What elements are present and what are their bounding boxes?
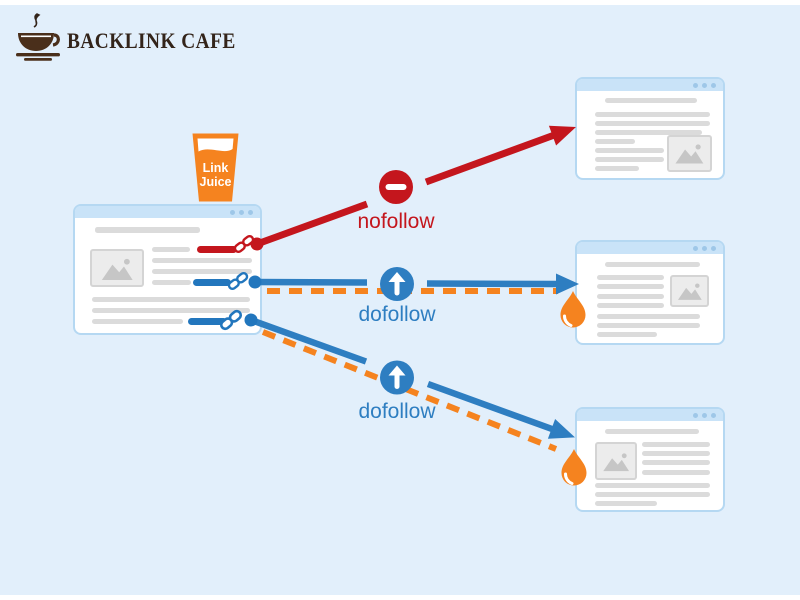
image-placeholder [670,275,709,307]
placeholder-line [595,166,639,171]
placeholder-line [595,130,702,135]
window-dots-icon [230,210,253,215]
image-placeholder [595,442,637,480]
juice-glass-icon [192,133,239,202]
placeholder-line [595,483,710,488]
target-page-bottom-card [575,407,725,512]
link-juice-glass: Link Juice [192,133,239,202]
placeholder-heading [605,429,699,434]
placeholder-line [597,323,700,328]
dofollow-arrow-middle [248,273,579,295]
target-page-middle-card [575,240,725,345]
placeholder-line [597,314,700,319]
juice-glass-label: Link Juice [199,161,232,189]
no-entry-icon [379,170,413,204]
placeholder-line [152,269,252,274]
target-bottom-titlebar [577,409,723,421]
window-dots-icon [693,413,716,418]
placeholder-heading [605,98,697,103]
placeholder-line [642,451,710,456]
placeholder-line [595,501,657,506]
brand-name: BACKLINK CAFE [67,27,236,53]
nofollow-label: nofollow [357,210,435,233]
dofollow-link-anchor [193,279,231,286]
placeholder-line [597,294,664,299]
source-card-titlebar [75,206,260,218]
placeholder-line [92,297,250,302]
placeholder-line [595,148,664,153]
placeholder-line [642,460,710,465]
top-edge-strip [0,0,800,5]
nofollow-link-anchor [197,246,237,253]
bottom-edge-strip [0,595,800,600]
dofollow-label-bottom: dofollow [358,400,436,423]
window-dots-icon [693,246,716,251]
placeholder-line [595,121,710,126]
placeholder-line [152,280,191,285]
dofollow-link-anchor [188,318,227,325]
placeholder-line [642,470,710,475]
arrow-up-icon [380,360,414,395]
placeholder-line [152,258,252,263]
target-top-titlebar [577,79,723,91]
placeholder-line [597,303,664,308]
dofollow-label-middle: dofollow [358,303,436,326]
placeholder-line [595,112,710,117]
coffee-cup-icon [16,13,60,68]
placeholder-line [595,492,710,497]
placeholder-line [642,442,710,447]
image-placeholder [90,249,144,287]
placeholder-line [597,284,664,289]
placeholder-line [152,247,190,252]
window-dots-icon [693,83,716,88]
placeholder-line [92,319,183,324]
image-placeholder [667,135,712,172]
link-juice-flow-bottom [261,329,558,452]
arrow-up-icon [380,267,414,301]
placeholder-line [92,308,250,313]
placeholder-line [597,332,657,337]
placeholder-line [597,275,664,280]
target-middle-titlebar [577,242,723,254]
placeholder-heading [95,227,200,233]
placeholder-line [595,157,664,162]
placeholder-line [595,139,635,144]
source-page-card [73,204,262,335]
target-page-top-card [575,77,725,180]
placeholder-heading [605,262,700,267]
steam-curl [33,13,41,28]
brand-logo: BACKLINK CAFE [16,13,259,68]
